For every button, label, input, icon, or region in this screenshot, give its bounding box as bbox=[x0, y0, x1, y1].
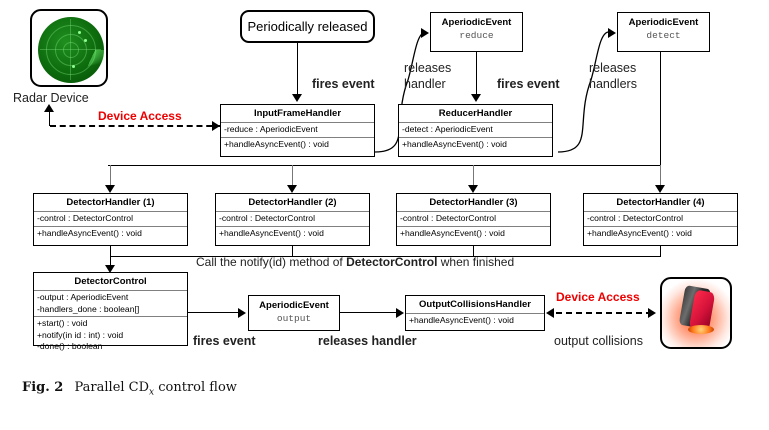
event-box-reduce: AperiodicEvent reduce bbox=[430, 12, 523, 52]
caption-text-a: Parallel CD bbox=[74, 380, 150, 395]
bus-arrow-dh3 bbox=[468, 185, 478, 193]
fires-event-label-2: fires event bbox=[497, 77, 560, 91]
class-title: DetectorControl bbox=[34, 273, 187, 291]
releases-handlers-label-2b: handlers bbox=[589, 77, 637, 91]
reducer-to-detect-curve bbox=[557, 31, 609, 153]
class-box-detector-handler-2: DetectorHandler (2) -control : DetectorC… bbox=[215, 193, 370, 246]
notify-note-a: Call the notify(id) method of bbox=[196, 255, 347, 269]
class-attribute: -control : DetectorControl bbox=[587, 213, 683, 223]
class-box-input-frame-handler: InputFrameHandler -reduce : AperiodicEve… bbox=[220, 104, 375, 157]
class-box-detector-control: DetectorControl -output : AperiodicEvent… bbox=[33, 272, 188, 351]
notify-note-b: DetectorControl bbox=[346, 255, 438, 269]
radar-device-label: Radar Device bbox=[13, 91, 89, 105]
control-to-output-arrow bbox=[238, 308, 246, 318]
event-detect-name: detect bbox=[646, 30, 681, 41]
device-access-bottom-label: Device Access bbox=[556, 290, 640, 304]
class-box-detector-handler-3: DetectorHandler (3) -control : DetectorC… bbox=[396, 193, 551, 246]
releases-handler-label-1a: releases bbox=[404, 61, 452, 75]
event-output-stereotype: AperiodicEvent bbox=[259, 300, 329, 311]
class-operation: +handleAsyncEvent() : void bbox=[409, 315, 514, 325]
start-node-label: Periodically released bbox=[247, 19, 368, 34]
device-access-bottom-arrow-left bbox=[546, 308, 554, 318]
class-operation: +handleAsyncEvent() : void bbox=[219, 227, 324, 238]
class-box-reducer-handler: ReducerHandler -detect : AperiodicEvent … bbox=[398, 104, 553, 157]
releases-handlers-label-2a: releases bbox=[589, 61, 637, 75]
radar-icon bbox=[30, 9, 108, 87]
start-node-periodically-released: Periodically released bbox=[240, 10, 375, 43]
class-title: InputFrameHandler bbox=[221, 105, 374, 123]
warning-beacon-icon bbox=[660, 277, 732, 349]
notify-arrow-to-control bbox=[105, 265, 115, 273]
device-access-top-line bbox=[50, 125, 222, 127]
class-box-detector-handler-4: DetectorHandler (4) -control : DetectorC… bbox=[583, 193, 738, 246]
class-attribute: -control : DetectorControl bbox=[219, 213, 315, 223]
input-to-reduce-curve bbox=[374, 31, 426, 153]
event-reduce-name: reduce bbox=[459, 30, 494, 41]
bus-arrow-dh1 bbox=[105, 185, 115, 193]
bus-arrow-dh4 bbox=[655, 185, 665, 193]
fires-event-label-3b: fires event bbox=[193, 334, 256, 348]
class-attribute: -control : DetectorControl bbox=[400, 213, 496, 223]
class-attribute: -control : DetectorControl bbox=[37, 213, 133, 223]
class-operation: +handleAsyncEvent() : void bbox=[400, 227, 505, 238]
class-title: ReducerHandler bbox=[399, 105, 552, 123]
class-title: OutputCollisionsHandler bbox=[406, 296, 544, 314]
class-operation: +start() : void bbox=[37, 318, 88, 328]
output-to-handler-arrow bbox=[396, 308, 404, 318]
event-box-output: AperiodicEvent output bbox=[248, 295, 340, 331]
caption-subscript: x bbox=[149, 387, 155, 398]
class-operation: -done() : boolean bbox=[37, 341, 103, 351]
releases-handler-label-3: releases handler bbox=[318, 334, 417, 348]
class-operation: +handleAsyncEvent() : void bbox=[587, 227, 692, 238]
caption-text-b: control flow bbox=[158, 380, 237, 395]
class-title: DetectorHandler (4) bbox=[584, 194, 737, 212]
output-collisions-label: output collisions bbox=[554, 334, 643, 348]
event-detect-stereotype: AperiodicEvent bbox=[628, 17, 699, 28]
class-title: DetectorHandler (3) bbox=[397, 194, 550, 212]
notify-note: Call the notify(id) method of DetectorCo… bbox=[196, 256, 514, 269]
device-access-top-arrow-right bbox=[212, 121, 220, 131]
class-title: DetectorHandler (1) bbox=[34, 194, 187, 212]
class-title: DetectorHandler (2) bbox=[216, 194, 369, 212]
class-attribute: -reduce : AperiodicEvent bbox=[224, 124, 318, 134]
event-reduce-stereotype: AperiodicEvent bbox=[441, 17, 512, 28]
caption-prefix: Fig. 2 bbox=[22, 380, 64, 395]
fires-event-label-1: fires event bbox=[312, 77, 375, 91]
releases-handler-label-1b: handler bbox=[404, 77, 446, 91]
detect-arrow bbox=[608, 28, 616, 38]
class-box-output-collisions-handler: OutputCollisionsHandler +handleAsyncEven… bbox=[405, 295, 545, 331]
class-box-detector-handler-1: DetectorHandler (1) -control : DetectorC… bbox=[33, 193, 188, 246]
notify-note-c: when finished bbox=[437, 255, 515, 269]
figure-caption: Fig. 2 Parallel CDx control flow bbox=[22, 380, 237, 398]
class-operation: +handleAsyncEvent() : void bbox=[37, 227, 142, 238]
class-attribute: -detect : AperiodicEvent bbox=[402, 124, 493, 134]
class-attribute: -output : AperiodicEvent bbox=[37, 292, 129, 302]
class-operation: +handleAsyncEvent() : void bbox=[224, 138, 329, 149]
device-access-top-label: Device Access bbox=[98, 109, 182, 123]
bus-arrow-dh2 bbox=[287, 185, 297, 193]
device-access-bottom-arrow-right bbox=[648, 308, 656, 318]
reduce-to-reducer-arrow bbox=[471, 94, 481, 102]
reduce-arrow bbox=[421, 28, 429, 38]
event-box-detect: AperiodicEvent detect bbox=[617, 12, 710, 52]
event-output-name: output bbox=[276, 313, 312, 324]
class-operation: +handleAsyncEvent() : void bbox=[402, 138, 507, 149]
class-attribute: -handlers_done : boolean[] bbox=[37, 303, 140, 314]
start-to-input-arrow bbox=[292, 94, 302, 102]
class-operation: +notify(in id : int) : void bbox=[37, 329, 124, 340]
device-access-bottom-line bbox=[556, 312, 652, 314]
radar-screen bbox=[38, 17, 104, 83]
device-access-top-arrow-up bbox=[44, 104, 54, 112]
